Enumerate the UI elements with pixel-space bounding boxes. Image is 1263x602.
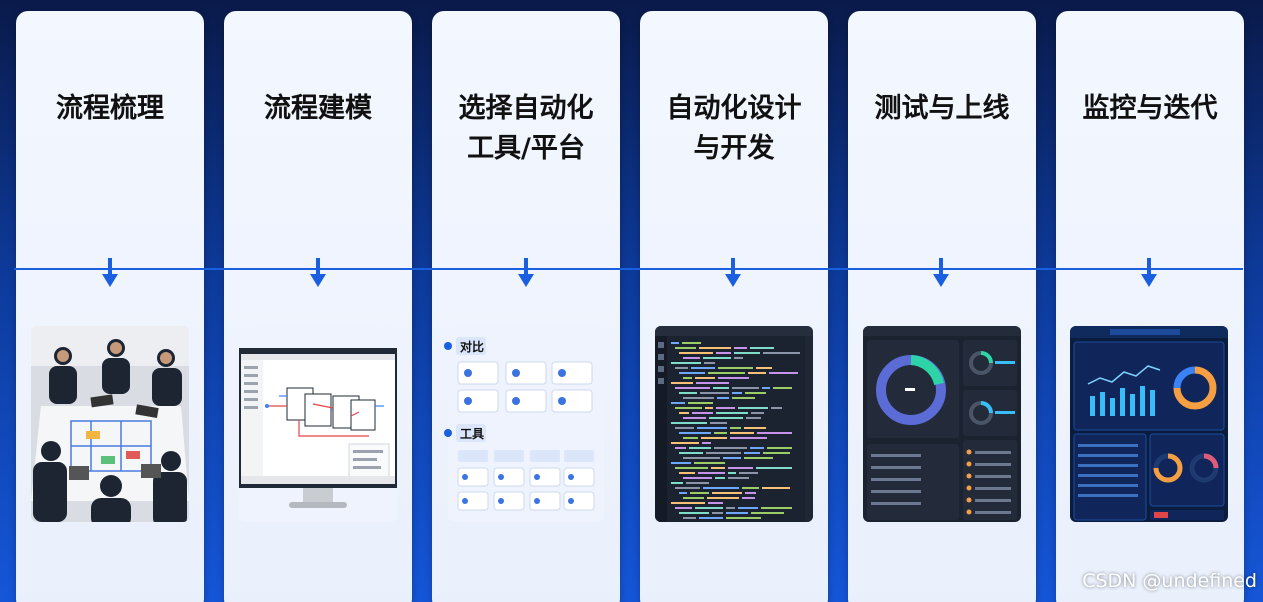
- step-title-5: 测试与上线: [874, 93, 1010, 124]
- timeline-line: [14, 268, 1243, 270]
- step-title-1: 流程梳理: [56, 93, 164, 124]
- watermark: CSDN @undefined: [1082, 570, 1257, 592]
- down-arrow-icon: [310, 258, 326, 287]
- step-title-3: 选择自动化 工具/平台: [458, 93, 594, 164]
- down-arrow-icon: [518, 258, 534, 287]
- step-title-6: 监控与迭代: [1082, 93, 1218, 124]
- tools-label: 工具: [460, 427, 484, 441]
- down-arrow-icon: [933, 258, 949, 287]
- compare-label: 对比: [460, 339, 484, 354]
- down-arrow-icon: [725, 258, 741, 287]
- down-arrow-icon: [102, 258, 118, 287]
- modeling-monitor: [239, 326, 397, 522]
- test-dashboard: [863, 326, 1021, 522]
- step-title-4: 自动化设计 与开发: [666, 93, 802, 164]
- monitoring-dashboard: [1070, 326, 1228, 522]
- meeting-photo: [31, 326, 189, 522]
- step-title-2: 流程建模: [264, 93, 372, 124]
- tool-selection-panel: 对比 工具: [444, 326, 604, 522]
- code-editor: [655, 326, 813, 522]
- down-arrow-icon: [1141, 258, 1157, 287]
